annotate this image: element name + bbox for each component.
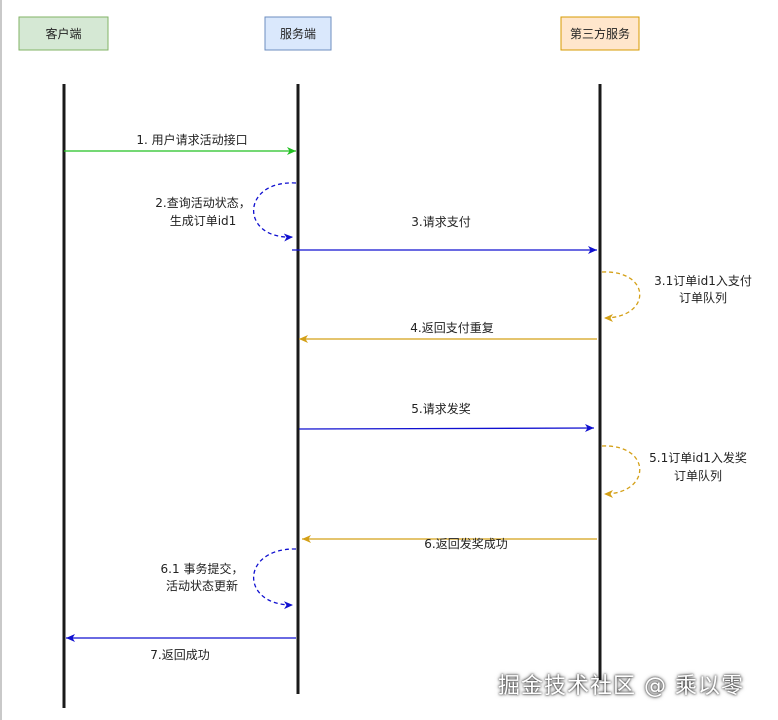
watermark: 掘金技术社区 @ 乘以零 bbox=[498, 674, 744, 699]
message-1-label: 1. 用户请求活动接口 bbox=[136, 132, 247, 147]
canvas-left-border bbox=[0, 0, 2, 720]
actor-client: 客户端 bbox=[18, 16, 109, 51]
message-5-arrow bbox=[298, 424, 595, 433]
actor-third-party: 第三方服务 bbox=[560, 16, 640, 51]
actor-third-party-box bbox=[560, 16, 640, 51]
message-3-1: 3.1订单id1入支付 订单队列 bbox=[601, 271, 752, 322]
message-3: 3.请求支付 bbox=[292, 215, 597, 254]
actor-server-label: 服务端 bbox=[280, 26, 316, 41]
message-5-1-arrow bbox=[601, 445, 641, 498]
message-4: 4.返回支付重复 bbox=[299, 321, 597, 343]
message-2-label-line2: 生成订单id1 bbox=[170, 214, 237, 228]
message-3-label: 3.请求支付 bbox=[411, 215, 470, 229]
message-7-label: 7.返回成功 bbox=[150, 648, 209, 662]
actor-third-party-label: 第三方服务 bbox=[570, 26, 630, 41]
actor-server: 服务端 bbox=[264, 16, 332, 51]
message-5-1: 5.1订单id1入发奖 订单队列 bbox=[601, 445, 747, 498]
message-3-1-label-line1: 3.1订单id1入支付 bbox=[654, 274, 752, 288]
message-5-1-label-line2: 订单队列 bbox=[674, 468, 722, 483]
actor-server-box bbox=[264, 16, 332, 51]
message-2-label-line1: 2.查询活动状态， bbox=[155, 196, 250, 210]
message-5-1-label-line1: 5.1订单id1入发奖 bbox=[649, 450, 747, 465]
message-7: 7.返回成功 bbox=[66, 634, 296, 662]
actor-client-box bbox=[18, 16, 109, 51]
message-2: 2.查询活动状态， 生成订单id1 bbox=[155, 182, 297, 242]
message-6-1-arrow bbox=[253, 548, 297, 610]
message-5-label: 5.请求发奖 bbox=[411, 401, 470, 416]
message-6-label: 6.返回发奖成功 bbox=[424, 536, 507, 551]
message-3-1-label-line2: 订单队列 bbox=[679, 290, 727, 305]
message-4-label: 4.返回支付重复 bbox=[410, 321, 493, 335]
message-5: 5.请求发奖 bbox=[298, 401, 595, 433]
message-6-1: 6.1 事务提交， 活动状态更新 bbox=[161, 548, 297, 610]
message-1: 1. 用户请求活动接口 bbox=[64, 132, 296, 155]
message-3-1-arrow bbox=[601, 271, 641, 322]
message-6: 6.返回发奖成功 bbox=[302, 535, 597, 551]
message-6-1-label-line2: 活动状态更新 bbox=[166, 578, 238, 593]
message-2-arrow bbox=[252, 182, 297, 242]
message-6-1-label-line1: 6.1 事务提交， bbox=[161, 561, 244, 576]
actor-client-label: 客户端 bbox=[45, 26, 81, 41]
